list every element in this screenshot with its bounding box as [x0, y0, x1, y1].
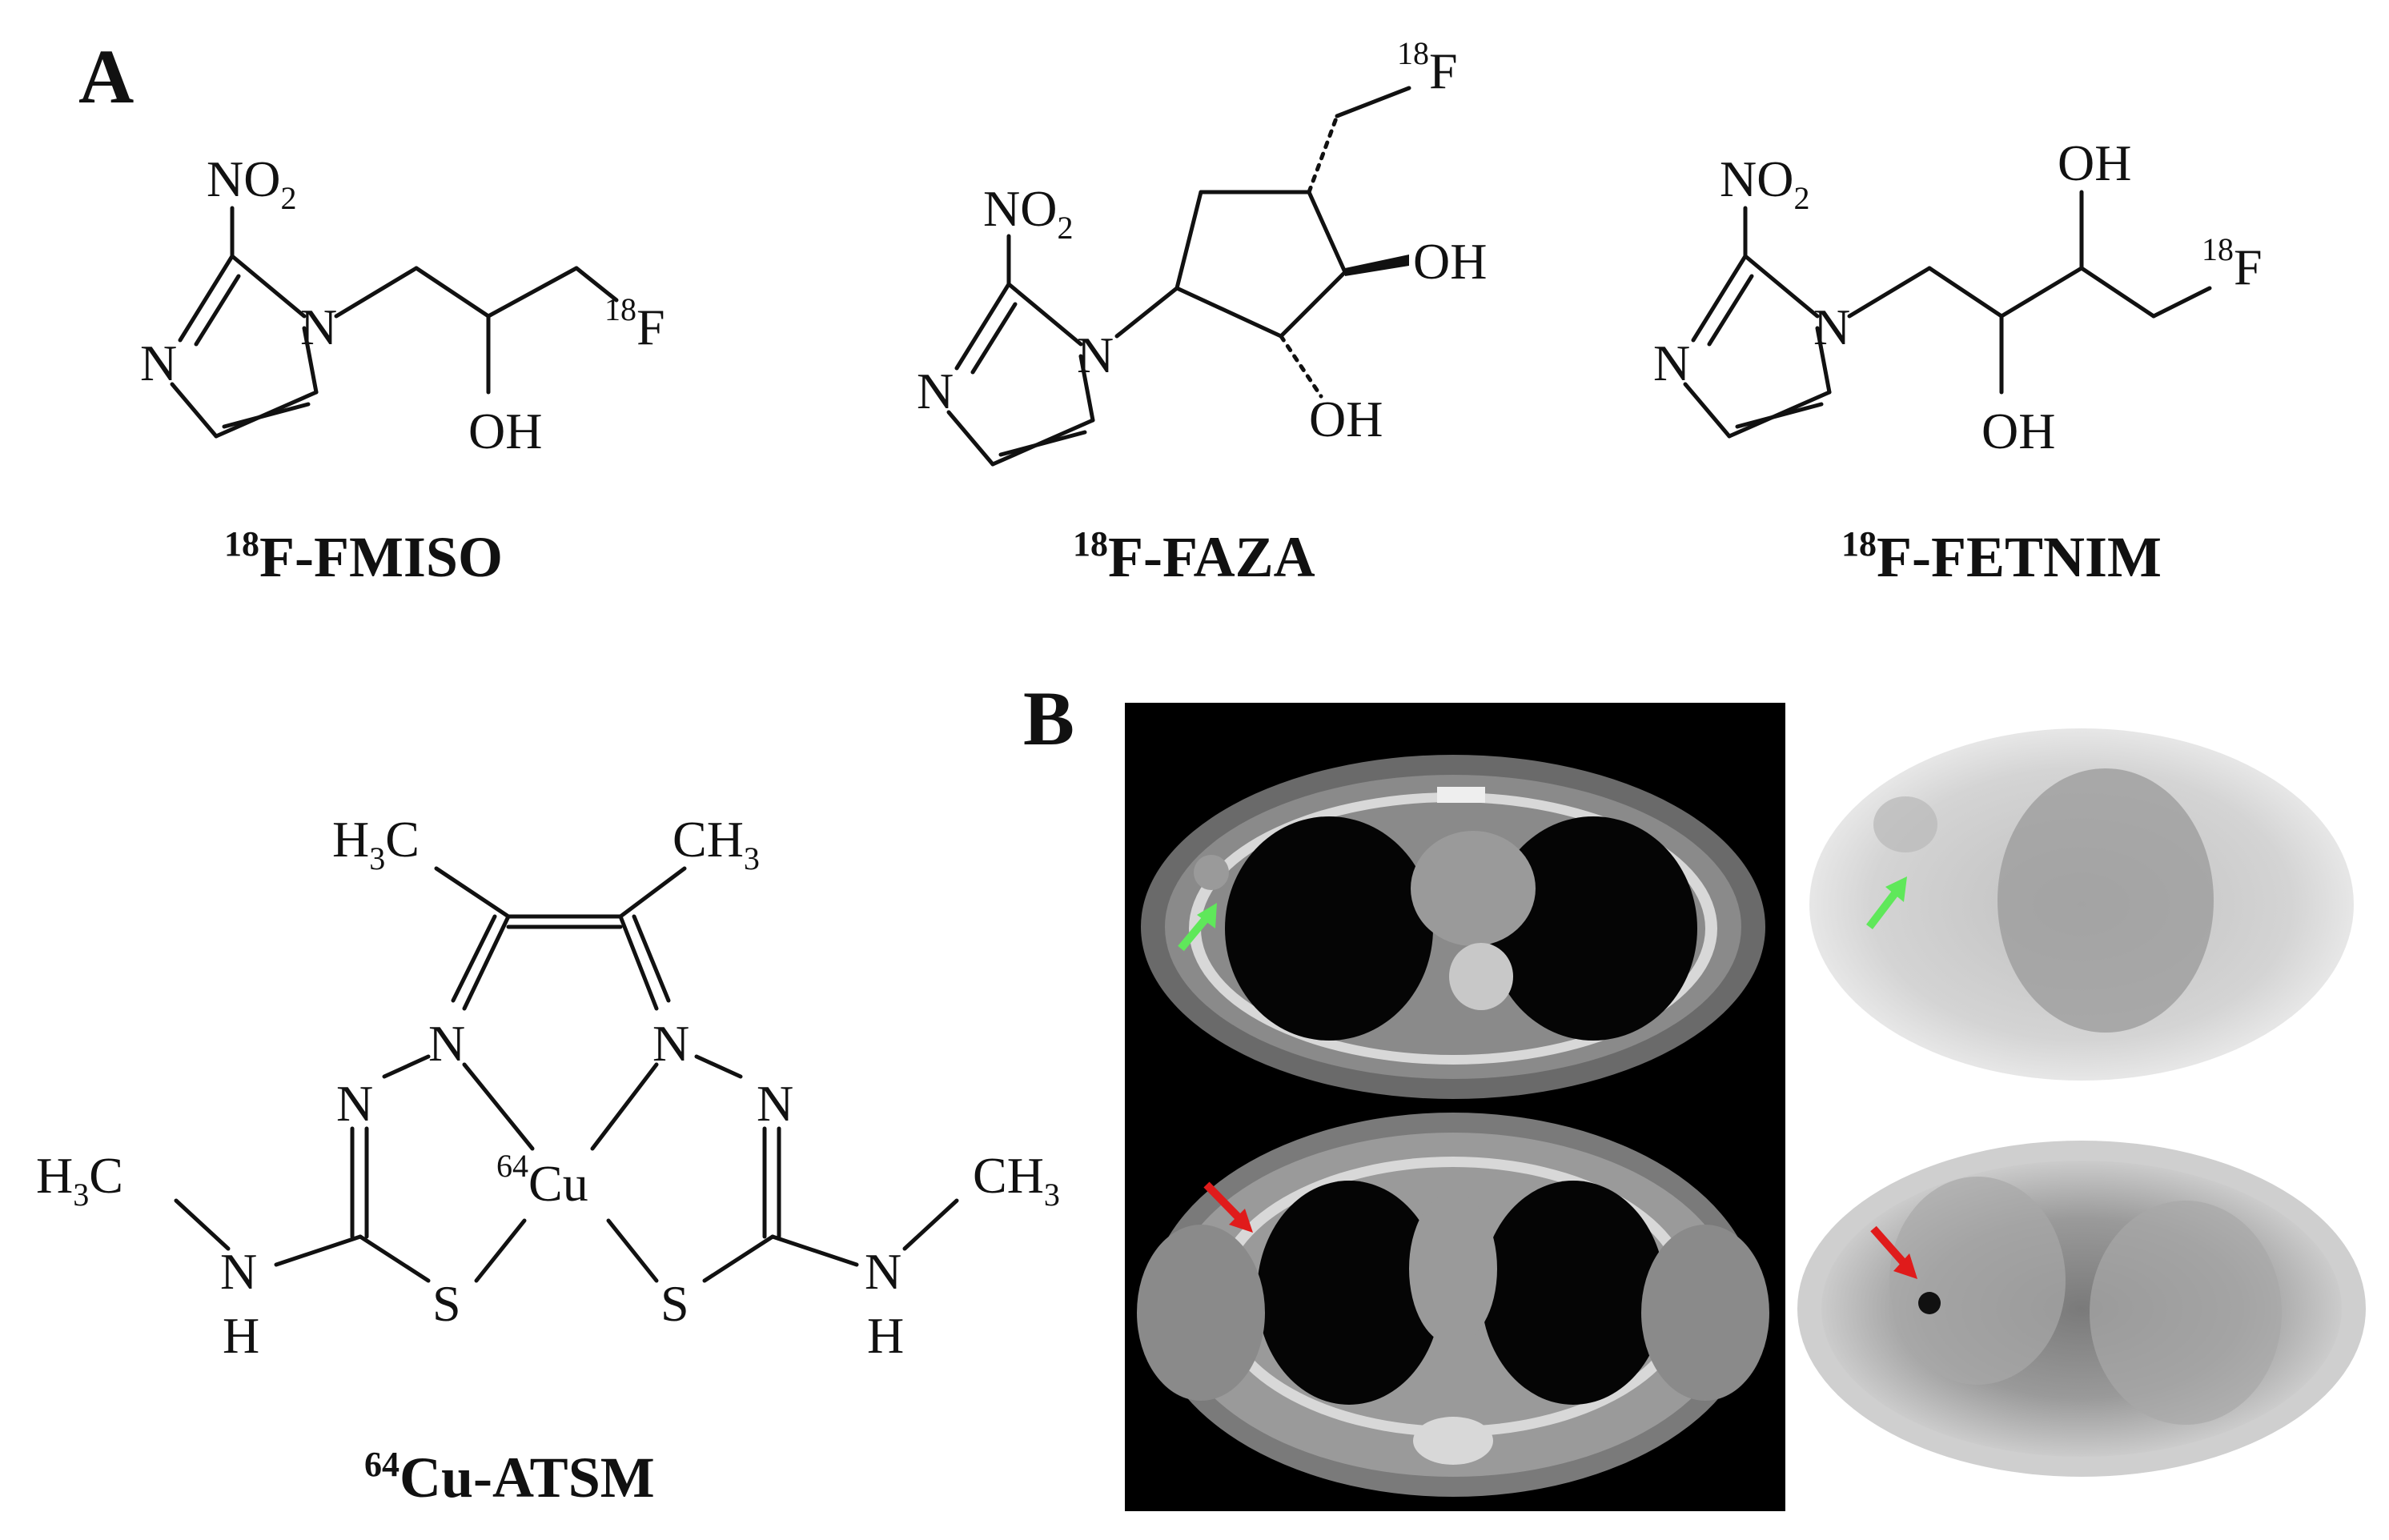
structure-fmiso: NO2 N N 18F OH — [140, 150, 665, 459]
ct-slice-lower — [1137, 1113, 1769, 1497]
structure-cu-atsm: H3C CH3 N N N N 64Cu H3C CH3 N H S S N H — [36, 811, 1060, 1364]
panel-b-label: B — [1023, 676, 1074, 761]
atom-n: N — [300, 299, 337, 355]
atom-n: N — [1077, 327, 1114, 383]
ct-slice-upper — [1141, 755, 1765, 1099]
atom-oh: OH — [468, 403, 542, 459]
atom-h3c: H3C — [36, 1147, 123, 1213]
atom-s: S — [432, 1275, 461, 1332]
atom-h: H — [867, 1307, 904, 1364]
red-arrow-ct — [1203, 1181, 1253, 1233]
structure-fetnim: NO2 N N OH OH 18F — [1653, 134, 2263, 459]
atom-h3c: H3C — [332, 811, 420, 876]
atom-ch3: CH3 — [673, 811, 760, 876]
atom-cu: 64Cu — [496, 1148, 588, 1212]
pet-slice-upper — [1809, 728, 2354, 1081]
atom-n: N — [1813, 299, 1850, 355]
atom-f: 18F — [1397, 35, 1458, 99]
atom-n: N — [917, 363, 954, 419]
structure-faza: NO2 N N 18F OH OH — [917, 35, 1487, 467]
atom-n: N — [220, 1243, 257, 1300]
atom-n: N — [652, 1015, 689, 1072]
green-arrow-ct — [1178, 903, 1217, 952]
caption-fetnim: 18F-FETNIM — [1841, 524, 2162, 589]
atom-n: N — [336, 1075, 373, 1132]
atom-oh: OH — [1309, 391, 1383, 447]
atom-oh: OH — [2058, 134, 2131, 191]
atom-oh: OH — [1413, 233, 1487, 290]
atom-n: N — [757, 1075, 793, 1132]
pet-images — [1797, 728, 2366, 1477]
atom-n: N — [1653, 335, 1690, 391]
atom-no2: NO2 — [983, 180, 1073, 246]
atom-n: N — [865, 1243, 901, 1300]
atom-s: S — [660, 1275, 689, 1332]
atom-h: H — [223, 1307, 259, 1364]
caption-fmiso: 18F-FMISO — [224, 524, 503, 589]
green-arrow-pet — [1866, 876, 1907, 930]
panel-a-label: A — [78, 34, 134, 119]
atom-no2: NO2 — [207, 150, 296, 216]
caption-cu-atsm: 64Cu-ATSM — [364, 1445, 655, 1510]
atom-n: N — [428, 1015, 465, 1072]
atom-f: 18F — [604, 291, 665, 355]
atom-f: 18F — [2202, 231, 2263, 295]
pet-hotspot — [1918, 1292, 1941, 1314]
atom-ch3: CH3 — [973, 1147, 1060, 1213]
red-arrow-pet — [1870, 1225, 1917, 1279]
atom-n: N — [140, 335, 177, 391]
atom-no2: NO2 — [1720, 150, 1809, 216]
pet-slice-lower — [1797, 1141, 2366, 1477]
ct-images — [1125, 703, 1785, 1511]
atom-oh: OH — [1981, 403, 2055, 459]
caption-faza: 18F-FAZA — [1073, 524, 1315, 589]
